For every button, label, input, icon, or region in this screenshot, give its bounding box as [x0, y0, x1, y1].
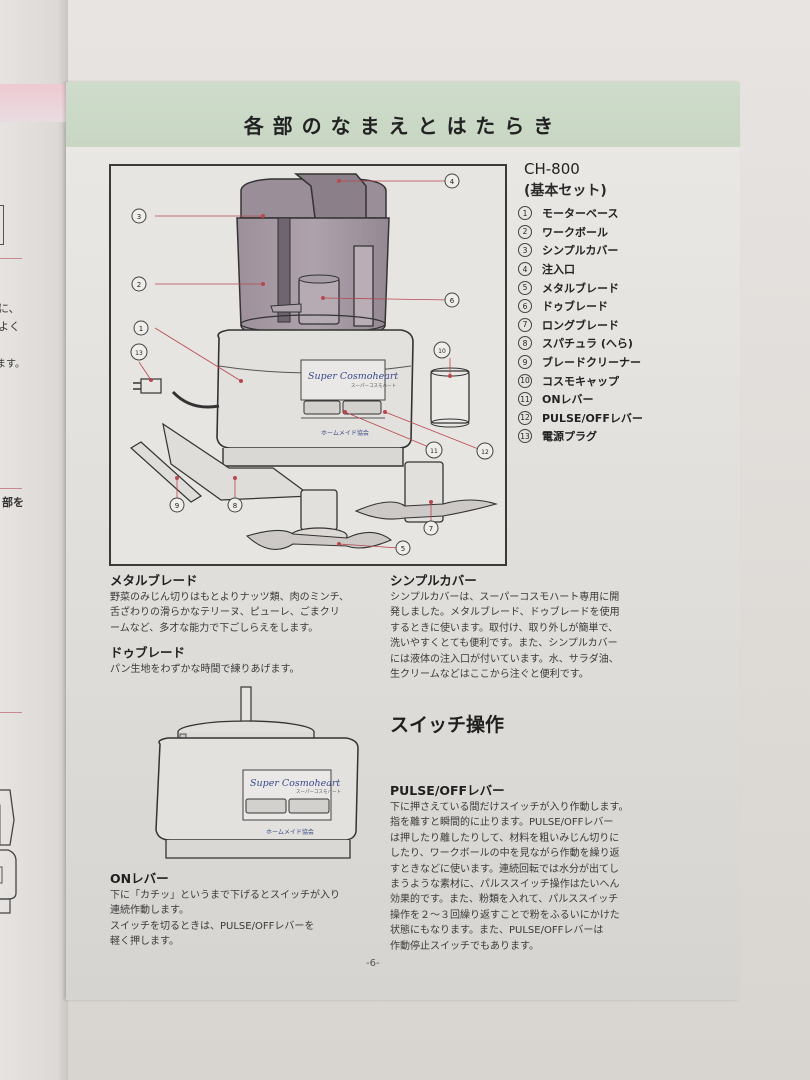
callout-3: 3 [131, 208, 147, 224]
svg-text:1: 1 [139, 325, 143, 333]
left-page-rule [0, 712, 22, 713]
parts-diagram: Super Cosmoheart スーパーコスモハート ホームメイド協会 [109, 164, 507, 566]
svg-text:6: 6 [450, 297, 455, 305]
model-name: CH-800 [524, 160, 580, 178]
callout-10: 10 [433, 341, 451, 359]
callout-5: 5 [395, 540, 411, 556]
section-on-lever: ONレバー 下に「カチッ」というまで下げるとスイッチが入り 連続作動します。 ス… [110, 868, 390, 950]
section-body: 下に「カチッ」というまで下げるとスイッチが入り 連続作動します。 スイッチを切る… [110, 890, 340, 948]
left-page-text: 部を [2, 496, 24, 509]
svg-text:2: 2 [137, 281, 141, 289]
left-page-pink-band [0, 84, 68, 122]
section-simple-cover: シンプルカバー シンプルカバーは、スーパーコスモハート専用に開 発しました。メタ… [390, 570, 680, 682]
left-page-edge: に、 よく ます。 部を [0, 0, 68, 1080]
switch-operation-heading: スイッチ操作 [390, 714, 505, 736]
page-number: -6- [366, 958, 380, 969]
model-info: CH-800 (基本セット) [524, 160, 607, 200]
left-page-text: よく [0, 320, 20, 333]
brand-sub-label: スーパーコスモハート [351, 383, 396, 389]
callout-6: 6 [444, 292, 460, 308]
callout-11: 11 [425, 441, 443, 459]
section-body: パン生地をわずかな時間で練りあげます。 [110, 664, 300, 675]
brand-label: Super Cosmoheart [308, 371, 398, 382]
left-page-rule [0, 488, 22, 489]
callout-4: 4 [444, 173, 460, 189]
callout-2: 2 [131, 276, 147, 292]
section-body: シンプルカバーは、スーパーコスモハート専用に開 発しました。メタルブレード、ドゥ… [390, 592, 620, 681]
section-title: PULSE/OFFレバー [390, 783, 505, 798]
section-dough-blade: ドゥブレード パン生地をわずかな時間で練りあげます。 [110, 642, 390, 677]
brand-label: Super Cosmoheart [250, 778, 340, 789]
callout-8: 8 [227, 497, 243, 513]
section-body: 野菜のみじん切りはもとよりナッツ類、肉のミンチ、 舌ざわりの滑らかなテリーヌ、ピ… [110, 592, 349, 634]
section-body: 下に押さえている間だけスイッチが入り作動します。 指を離すと瞬間的に止ります。P… [390, 802, 629, 952]
callout-7: 7 [423, 520, 439, 536]
svg-text:9: 9 [175, 502, 179, 510]
svg-text:11: 11 [430, 448, 438, 455]
model-set: (基本セット) [524, 183, 607, 199]
left-page-appliance-sketch [0, 789, 17, 914]
svg-text:スーパーコスモハート: スーパーコスモハート [296, 789, 341, 795]
maker-label: ホームメイド協会 [266, 828, 314, 836]
maker-label: ホームメイド協会 [321, 429, 369, 437]
manual-page: 各部のなまえとはたらき [66, 82, 740, 1000]
svg-text:12: 12 [481, 449, 489, 456]
section-title: ドゥブレード [110, 645, 186, 660]
section-title: メタルブレード [110, 573, 198, 588]
callout-13: 13 [130, 343, 148, 361]
section-title: ONレバー [110, 871, 169, 886]
svg-text:10: 10 [438, 348, 446, 355]
callout-1: 1 [133, 320, 149, 336]
svg-text:8: 8 [233, 502, 237, 510]
callout-12: 12 [476, 442, 494, 460]
svg-text:5: 5 [401, 545, 405, 553]
food-processor-illustration: Super Cosmoheart スーパーコスモハート ホームメイド協会 [129, 173, 498, 556]
motor-base-illustration: Super Cosmoheart スーパーコスモハート ホームメイド協会 [155, 686, 359, 859]
left-page-box-fragment [0, 205, 4, 245]
left-page-text: ます。 [0, 359, 25, 370]
svg-text:4: 4 [450, 178, 455, 186]
section-pulse-off-lever: PULSE/OFFレバー 下に押さえている間だけスイッチが入り作動します。 指を… [390, 780, 690, 954]
callout-9: 9 [169, 497, 185, 513]
left-page-rule [0, 258, 22, 259]
section-title: シンプルカバー [390, 573, 477, 588]
page-title: 各部のなまえとはたらき [243, 114, 563, 138]
header-band [66, 82, 740, 147]
section-metal-blade: メタルブレード 野菜のみじん切りはもとよりナッツ類、肉のミンチ、 舌ざわりの滑ら… [110, 570, 390, 636]
svg-text:7: 7 [429, 525, 433, 533]
svg-text:3: 3 [137, 213, 141, 221]
svg-text:13: 13 [135, 350, 143, 357]
left-page-text: に、 [0, 302, 20, 315]
